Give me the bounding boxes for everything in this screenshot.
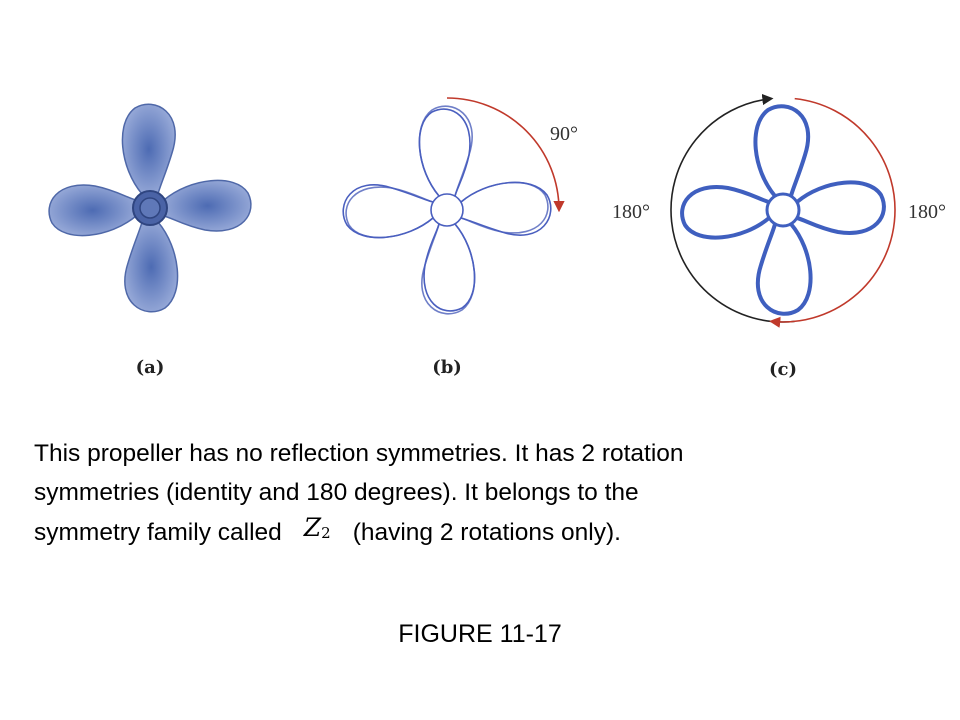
rotation-arrow-90 — [446, 97, 565, 213]
panel-b-propeller — [342, 97, 565, 315]
description-line-3: symmetry family called Z2 (having 2 rotati… — [34, 512, 934, 557]
description-line-3-start: symmetry family called — [34, 519, 282, 546]
blade-right — [163, 179, 252, 232]
panel-b-label: (b) — [432, 357, 462, 378]
blade-left — [48, 184, 137, 237]
angle-label-90: 90° — [550, 123, 578, 145]
blade-top — [121, 103, 176, 195]
description-text: This propeller has no reflection symmetr… — [34, 434, 934, 557]
angle-label-180-right: 180° — [908, 201, 946, 223]
panel-c-label: (c) — [769, 359, 797, 380]
description-line-1: This propeller has no reflection symmetr… — [34, 440, 684, 467]
propeller-figure: (a) 90° (b) — [48, 93, 946, 380]
rotation-arrow-left — [670, 93, 795, 323]
panel-a-label: (a) — [136, 357, 165, 378]
panel-c-propeller — [670, 93, 896, 328]
group-symbol: Z2 — [304, 508, 331, 553]
group-symbol-letter: Z — [303, 513, 322, 542]
panel-a-propeller — [48, 103, 252, 313]
description-line-3-end: (having 2 rotations only). — [352, 519, 621, 546]
description-line-2: symmetries (identity and 180 degrees). I… — [34, 479, 639, 506]
angle-label-180-left: 180° — [612, 201, 650, 223]
rotation-arrow-right — [769, 97, 896, 328]
blade-bottom — [124, 221, 179, 313]
group-symbol-subscript: 2 — [321, 524, 331, 542]
figure-caption: FIGURE 11-17 — [398, 620, 562, 648]
